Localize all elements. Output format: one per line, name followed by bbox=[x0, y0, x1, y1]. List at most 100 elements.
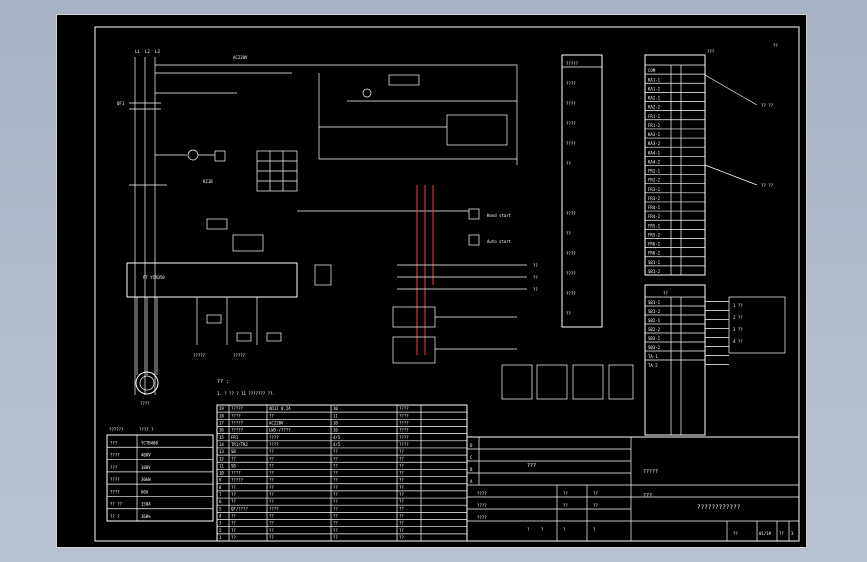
terminal-strip-bottom: ?? 1 ?? 2 ?? 3 ?? 4 ?? SB1-1SB1-2SB2-1SB… bbox=[644, 284, 786, 436]
parts-cell: AD11 0.2A bbox=[269, 406, 291, 411]
terminal-top-row: FR1-1 bbox=[648, 114, 661, 119]
center-label-0: ????? bbox=[566, 61, 579, 66]
notes-header: ?? : bbox=[217, 379, 229, 385]
spec-row-key: ?? ? bbox=[110, 514, 120, 519]
parts-cell: 17 bbox=[219, 420, 224, 425]
terminal-top-row: FR5-2 bbox=[648, 232, 661, 237]
drawing-sheet: L1 L2 L3 QF1 KZ1B PT YCM350 ???? bbox=[56, 14, 807, 548]
parts-cell: 4/5 bbox=[333, 442, 341, 447]
terminal-top-row: FR3-2 bbox=[648, 196, 661, 201]
spec-row-key: ???? bbox=[110, 453, 120, 458]
terminal-top-row: FR4-1 bbox=[648, 205, 661, 210]
rev-row-3: A bbox=[470, 479, 473, 484]
parts-cell: ?? bbox=[269, 463, 274, 468]
terminal-top-row: FR1-2 bbox=[648, 123, 661, 128]
motor-symbol bbox=[135, 371, 159, 395]
parts-list-frame bbox=[216, 404, 468, 542]
parts-cell: ???? bbox=[231, 413, 241, 418]
terminal-top-row: COM bbox=[648, 68, 656, 73]
side-box-item-2: 3 ?? bbox=[733, 327, 743, 332]
schematic-canvas: L1 L2 L3 QF1 KZ1B PT YCM350 ???? bbox=[94, 26, 800, 542]
sheet-info-1: 01/1# bbox=[759, 531, 772, 536]
parts-cell: ????? bbox=[231, 428, 244, 433]
sign-row-1: ???? bbox=[477, 503, 487, 508]
terminal-bottom-row: TA-2 bbox=[648, 363, 658, 368]
parts-cell: ???? bbox=[399, 435, 409, 440]
small-label-1: ?? bbox=[593, 491, 598, 496]
center-label-8: ???? bbox=[566, 251, 576, 256]
scale-label: ??? bbox=[643, 493, 652, 499]
parts-cell: QF/???? bbox=[231, 506, 248, 511]
parts-cell: ????? bbox=[231, 420, 244, 425]
parts-cell: ?? bbox=[333, 456, 338, 461]
spec-row-key: ???? bbox=[110, 489, 120, 494]
parts-cell: ?? bbox=[333, 528, 338, 533]
terminal-top-row: KA3-2 bbox=[648, 141, 661, 146]
terminal-top-row: FR2-2 bbox=[648, 178, 661, 183]
parts-cell: ?? bbox=[333, 521, 338, 526]
terminal-strip-top: ??? ?? ?? ?? ?? COMKA1-1KA1-2KA2-1KA2-2F… bbox=[644, 49, 774, 276]
parts-cell: 4/5 bbox=[333, 435, 341, 440]
parts-cell: ?? bbox=[399, 449, 404, 454]
sign-row-2: ???? bbox=[477, 515, 487, 520]
parts-cell: ?? bbox=[269, 471, 274, 476]
date-row-3: ? bbox=[593, 527, 596, 532]
parts-cell: ?? bbox=[399, 485, 404, 490]
parts-cell: FR1 bbox=[231, 435, 239, 440]
parts-cell: ?? bbox=[399, 506, 404, 511]
small-label-0: ?? bbox=[563, 491, 568, 496]
parts-cell: ?? bbox=[399, 471, 404, 476]
motor-label: ???? bbox=[140, 401, 150, 406]
terminal-top-row: FR6-1 bbox=[648, 242, 661, 247]
spec-row-value: YCTB400 bbox=[141, 440, 158, 445]
parts-cell: ?? bbox=[399, 521, 404, 526]
parts-cell: ?? bbox=[269, 485, 274, 490]
parts-cell: ?? bbox=[269, 413, 274, 418]
small-label-3: ?? bbox=[593, 503, 598, 508]
terminal-bottom-row: SB1-2 bbox=[648, 309, 661, 314]
spec-row-value: 380V bbox=[141, 465, 151, 470]
spec-row-value: 60A bbox=[141, 489, 149, 494]
parts-cell: 19 bbox=[219, 406, 224, 411]
parts-cell: ?? bbox=[231, 492, 236, 497]
parts-cell: 12 bbox=[219, 456, 224, 461]
supply-label: AC220V bbox=[233, 55, 248, 60]
output-label-3: ?? bbox=[533, 287, 538, 292]
output-label-2: ?? bbox=[533, 275, 538, 280]
parts-cell: ?? bbox=[333, 492, 338, 497]
parts-cell: 2 bbox=[219, 528, 222, 533]
date-row-2: ? bbox=[563, 527, 566, 532]
center-label-column: ????? ???? ???? ???? ???? ?? ???? ?? ???… bbox=[561, 54, 603, 328]
parts-cell: ???? bbox=[269, 442, 279, 447]
terminal-top-row: KA3-1 bbox=[648, 132, 661, 137]
terminal-bottom-row: TA-1 bbox=[648, 354, 658, 359]
parts-cell: ?? bbox=[269, 492, 274, 497]
parts-cell: ?? bbox=[333, 506, 338, 511]
parts-cell: SB bbox=[231, 463, 236, 468]
spec-table-frame bbox=[106, 434, 214, 522]
parts-cell: ?? bbox=[399, 535, 404, 540]
center-label-7: ?? bbox=[566, 231, 571, 236]
rev-row-0: D bbox=[470, 443, 473, 448]
terminal-top-row: KA1-1 bbox=[648, 77, 661, 82]
parts-cell: ?? bbox=[269, 521, 274, 526]
terminal-top-header: ??? bbox=[707, 49, 715, 54]
parts-cell: ????? bbox=[231, 406, 244, 411]
terminal-top-row: KA4-1 bbox=[648, 150, 661, 155]
svg-text:?????: ????? bbox=[193, 353, 206, 358]
rev-row-2: B bbox=[470, 467, 473, 472]
parts-cell: ???? bbox=[269, 506, 279, 511]
center-label-6: ???? bbox=[566, 211, 576, 216]
spec-table-title: ?????? bbox=[109, 427, 124, 432]
parts-cell: 11 bbox=[219, 463, 224, 468]
parts-cell: ?? bbox=[333, 478, 338, 483]
terminal-top-row: FR4-2 bbox=[648, 214, 661, 219]
parts-cell: ?? bbox=[399, 528, 404, 533]
rev-row-1: C bbox=[470, 455, 473, 460]
parts-cell: 15 bbox=[219, 435, 224, 440]
parts-cell: 14 bbox=[219, 442, 224, 447]
parts-cell: ?? bbox=[269, 449, 274, 454]
terminal-bottom-row: SB3-1 bbox=[648, 336, 661, 341]
parts-cell: ?? bbox=[333, 463, 338, 468]
